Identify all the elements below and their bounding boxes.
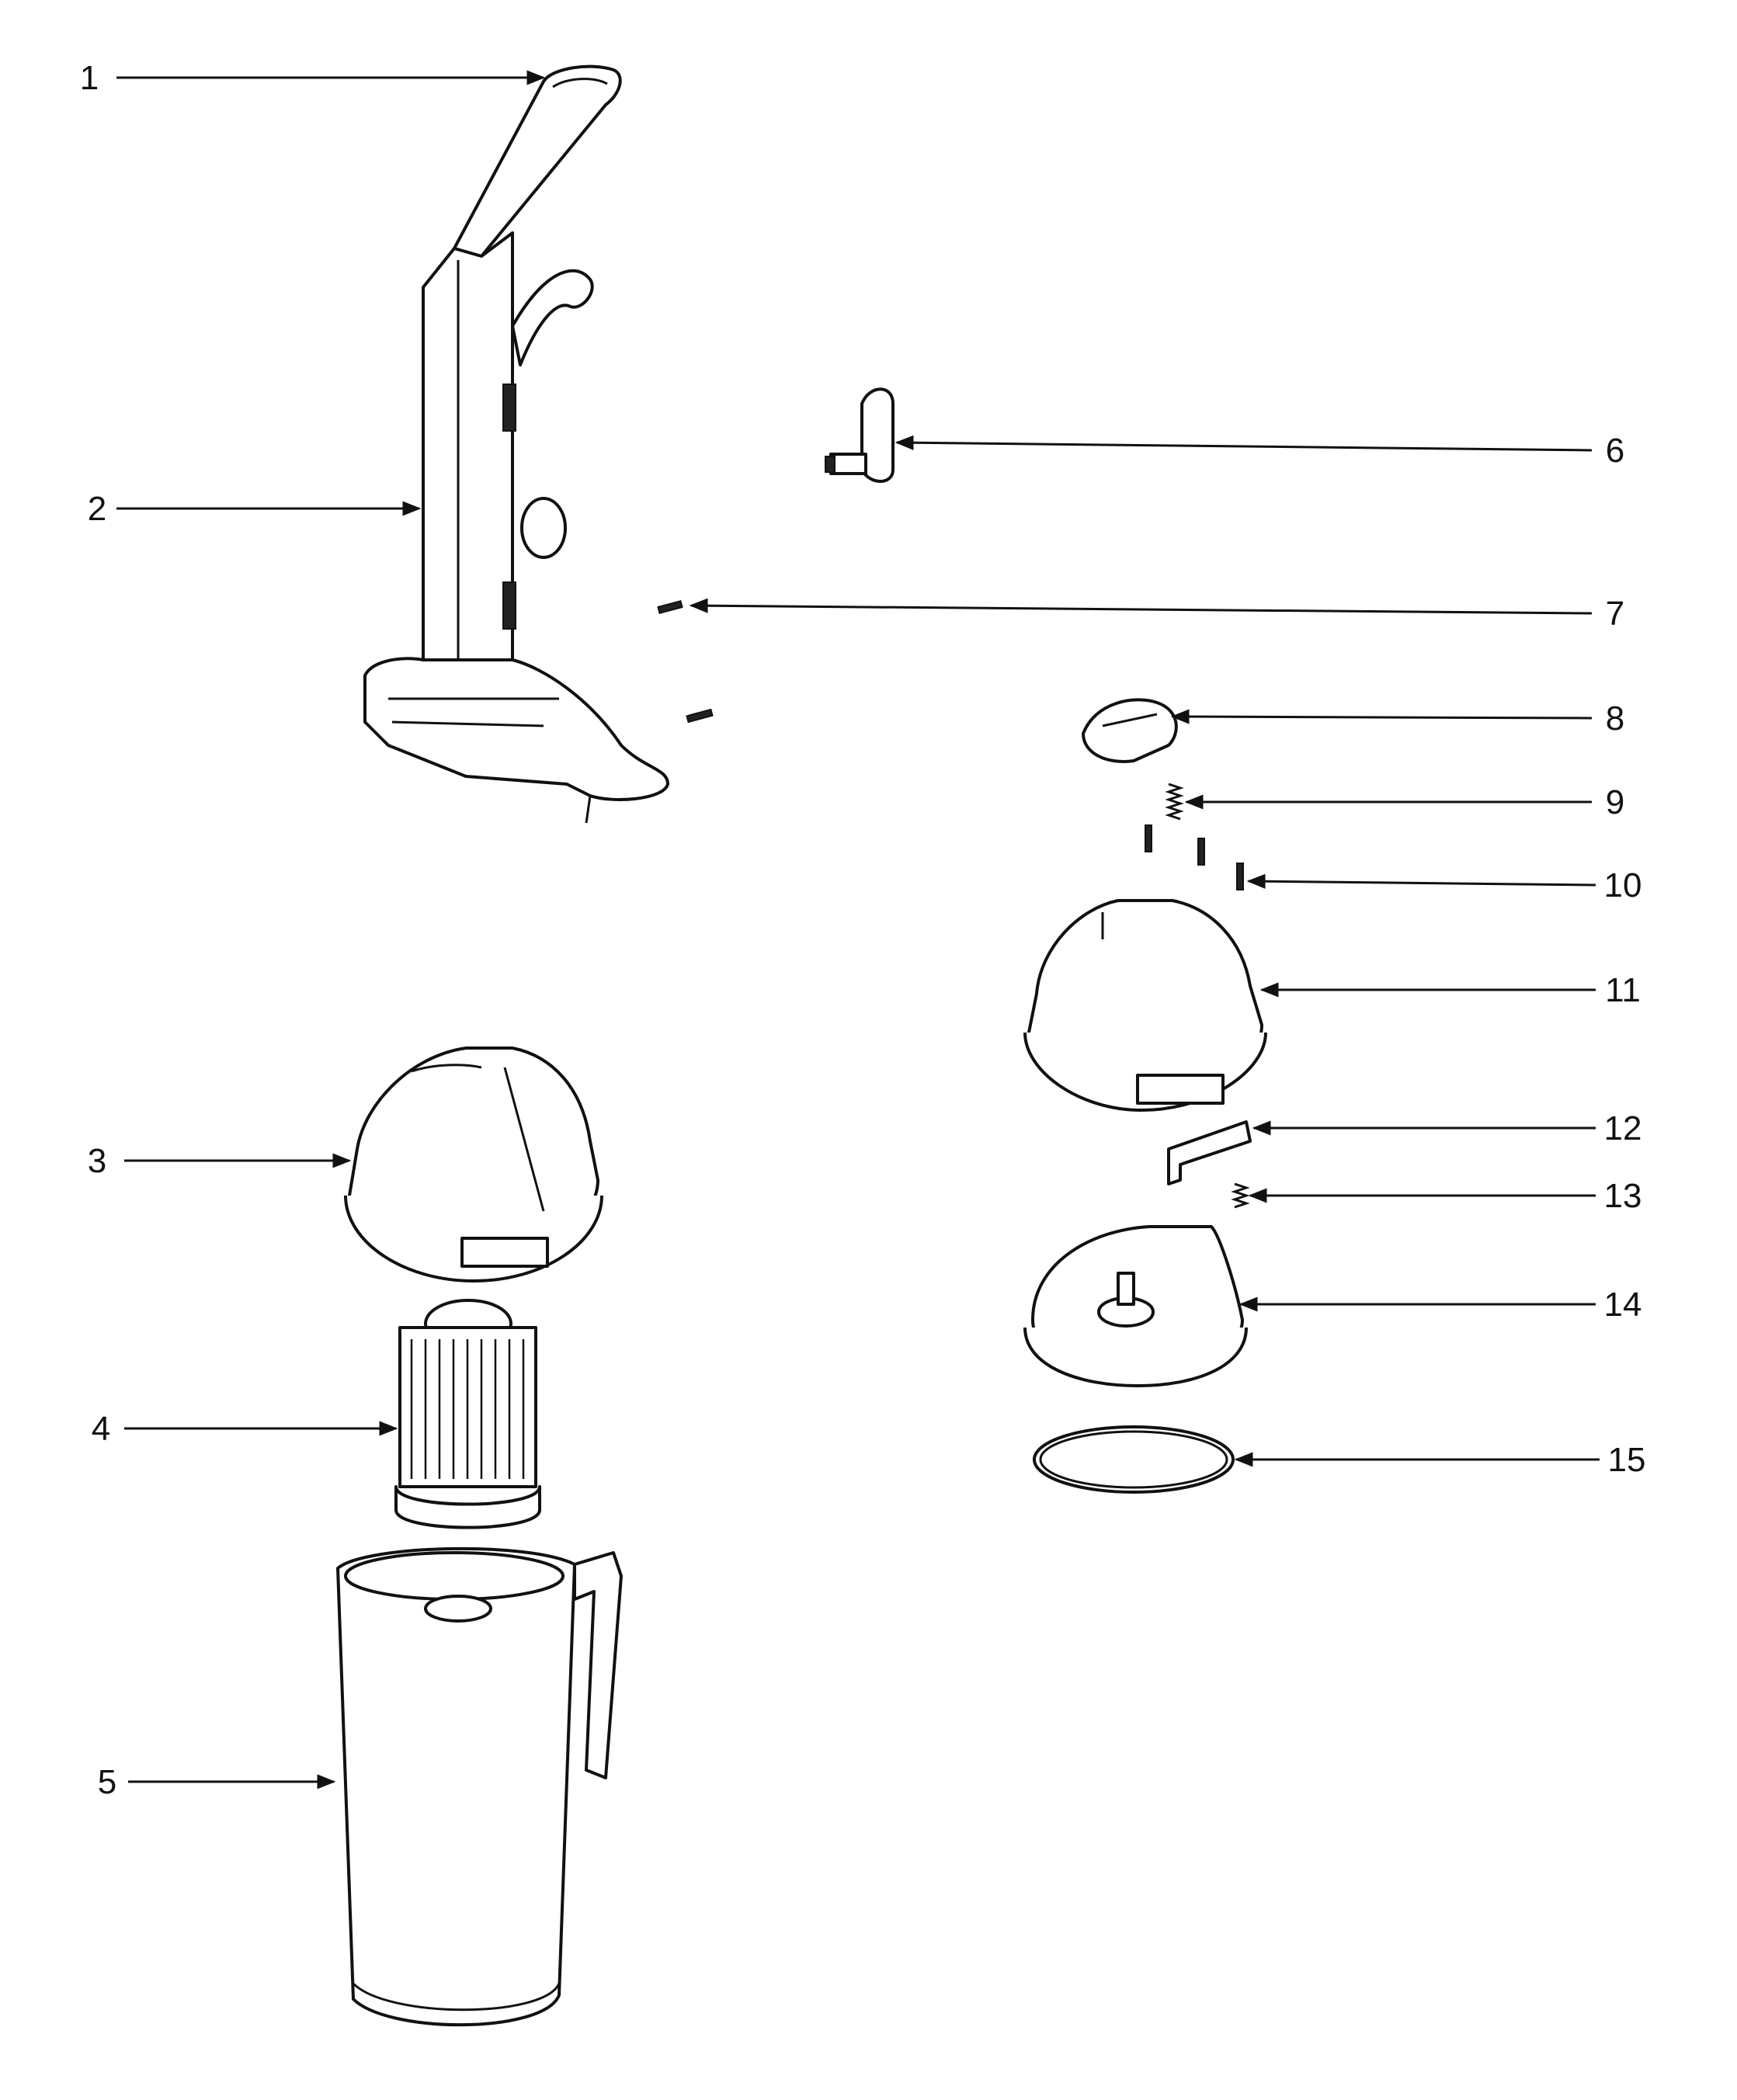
callout-label-1: 1 [80, 59, 99, 97]
part-dirt-cup-lid [344, 1047, 603, 1283]
part-gasket [1033, 1425, 1235, 1494]
callout-label-7: 7 [1606, 595, 1624, 633]
callout-label-2: 2 [88, 490, 106, 528]
callout-label-15: 15 [1608, 1441, 1646, 1479]
part-screw-7b [686, 708, 714, 724]
callout-labels: 1 2 3 4 5 6 7 8 9 10 11 12 13 14 15 [80, 59, 1646, 1801]
callout-label-10: 10 [1604, 866, 1642, 904]
part-pedal [825, 387, 895, 483]
part-screw-7a [657, 600, 683, 614]
leader-6 [895, 435, 1593, 452]
part-handle-grip [453, 64, 622, 258]
callout-label-12: 12 [1604, 1109, 1642, 1147]
part-spring-9 [1165, 783, 1184, 821]
callout-leaders [116, 70, 1600, 1789]
callout-label-3: 3 [88, 1142, 106, 1180]
part-release-button [1082, 698, 1178, 763]
part-body-side-clips [502, 384, 567, 630]
part-spring-13 [1231, 1182, 1250, 1209]
part-latch [1167, 1120, 1252, 1185]
part-dirt-cup [336, 1546, 623, 2027]
leader-10 [1246, 873, 1596, 889]
part-pleated-filter [394, 1299, 541, 1529]
callout-label-4: 4 [92, 1410, 110, 1448]
part-screws-10 [1145, 824, 1244, 890]
part-top-cover [1023, 899, 1267, 1112]
part-handle-tube [422, 231, 514, 685]
leader-8 [1170, 709, 1593, 724]
callout-label-11: 11 [1605, 971, 1641, 1009]
part-separator [1023, 1225, 1248, 1387]
callout-label-8: 8 [1606, 699, 1624, 738]
callout-label-5: 5 [98, 1763, 116, 1801]
callout-label-9: 9 [1606, 783, 1624, 821]
callout-label-6: 6 [1606, 432, 1624, 470]
part-body-base [363, 657, 669, 824]
part-cord-hook [511, 269, 594, 366]
callout-label-14: 14 [1604, 1286, 1642, 1324]
leader-7 [689, 598, 1593, 615]
callout-label-13: 13 [1604, 1177, 1642, 1215]
